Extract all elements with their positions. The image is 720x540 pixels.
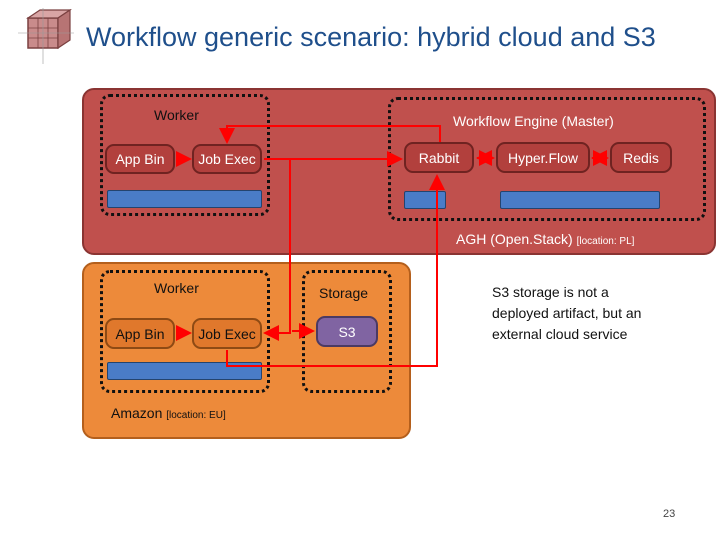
amazon-s3-node: S3 xyxy=(316,316,378,347)
agh-engine-title: Workflow Engine (Master) xyxy=(453,113,614,129)
agh-region xyxy=(82,88,716,255)
amazon-region-name: Amazon xyxy=(111,405,163,421)
amazon-region-label: Amazon [location: EU] xyxy=(111,405,226,421)
agh-rabbit-node: Rabbit xyxy=(404,142,474,173)
amazon-storage-title: Storage xyxy=(319,285,369,301)
agh-worker-title: Worker xyxy=(154,107,199,123)
agh-engine-bar-large xyxy=(500,191,660,209)
amazon-app-bin-node: App Bin xyxy=(105,318,175,349)
rabbit-amazon-jobexec-arrow xyxy=(263,159,291,341)
agh-hyperflow-node: Hyper.Flow xyxy=(496,142,590,173)
s3-note: S3 storage is not a deployed artifact, b… xyxy=(492,284,642,342)
agh-redis-node: Redis xyxy=(610,142,672,173)
agh-region-label: AGH (Open.Stack) [location: PL] xyxy=(456,231,634,247)
amazon-job-exec-node: Job Exec xyxy=(192,318,262,349)
page-number: 23 xyxy=(663,508,676,520)
agh-worker-box xyxy=(100,94,270,216)
agh-region-location: [location: PL] xyxy=(576,236,635,247)
amazon-worker-title: Worker xyxy=(154,280,199,296)
logo-cube-icon xyxy=(18,8,74,64)
amazon-region xyxy=(82,262,411,439)
agh-job-exec-node: Job Exec xyxy=(192,144,262,174)
slide-title: Workflow generic scenario: hybrid cloud … xyxy=(86,22,656,52)
agh-region-name: AGH (Open.Stack) xyxy=(456,231,573,247)
agh-rabbit-jobexec-arrow xyxy=(219,125,441,144)
amazon-worker-bar xyxy=(107,362,262,380)
agh-worker-bar xyxy=(107,190,262,208)
amazon-region-location: [location: EU] xyxy=(166,410,226,421)
agh-app-bin-node: App Bin xyxy=(105,144,175,174)
agh-engine-bar-small xyxy=(404,191,446,209)
amazon-jobexec-rabbit-arrow xyxy=(226,174,445,367)
